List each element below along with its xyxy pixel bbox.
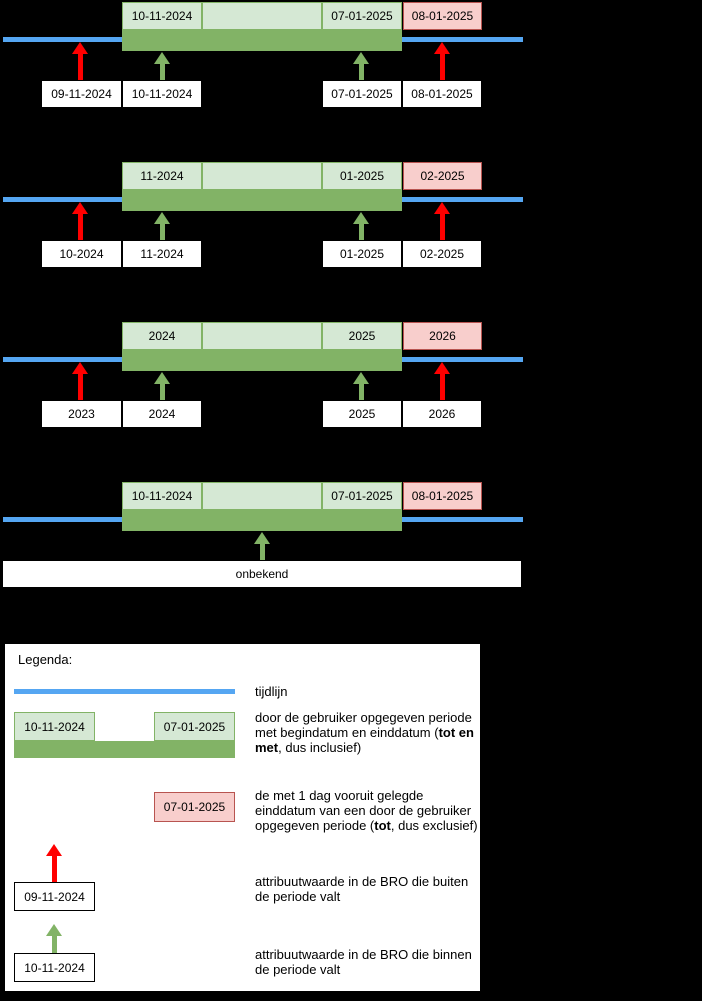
marker-label-box: 07-01-2025 xyxy=(322,80,402,108)
period-end-box: 01-2025 xyxy=(322,162,402,190)
legend-next-day-description: de met 1 dag vooruit gelegde einddatum v… xyxy=(255,788,483,833)
legend-title: Legenda: xyxy=(18,652,73,667)
inside-value-arrow-icon xyxy=(353,52,369,80)
outside-value-arrow-icon xyxy=(46,844,62,882)
inside-value-arrow-icon xyxy=(254,532,270,560)
next-day-box: 08-01-2025 xyxy=(403,2,482,30)
inside-value-arrow-icon xyxy=(154,52,170,80)
legend-outside-value-box: 09-11-2024 xyxy=(14,882,95,911)
inside-value-arrow-icon xyxy=(154,212,170,240)
legend-period-text-before: door de gebruiker opgegeven periode met … xyxy=(255,710,472,740)
outside-value-arrow-icon xyxy=(72,362,88,400)
inside-value-arrow-icon xyxy=(46,924,62,953)
marker-label-box: 09-11-2024 xyxy=(41,80,122,108)
legend-timeline-line xyxy=(14,689,235,694)
marker-label-box: 2024 xyxy=(122,400,202,428)
marker-label-box: 08-01-2025 xyxy=(402,80,482,108)
timeline-diagram-month: 11-2024 01-2025 02-2025 10-2024 11-2024 … xyxy=(0,160,702,320)
legend-period-end-box: 07-01-2025 xyxy=(154,712,235,741)
next-day-box: 2026 xyxy=(403,322,482,350)
legend-outside-description: attribuutwaarde in de BRO die buiten de … xyxy=(255,874,469,904)
period-bar xyxy=(122,190,402,211)
period-bar xyxy=(122,30,402,51)
outside-value-arrow-icon xyxy=(72,202,88,240)
inside-value-arrow-icon xyxy=(353,372,369,400)
marker-label-box: 2026 xyxy=(402,400,482,428)
marker-label-box: 01-2025 xyxy=(322,240,402,268)
period-start-box: 10-11-2024 xyxy=(122,2,202,30)
period-start-box: 2024 xyxy=(122,322,202,350)
legend-inside-description: attribuutwaarde in de BRO die binnen de … xyxy=(255,947,472,977)
period-middle-box xyxy=(202,482,322,510)
legend-period-text-after: , dus inclusief) xyxy=(278,740,362,755)
inside-value-arrow-icon xyxy=(154,372,170,400)
timeline-diagram-year: 2024 2025 2026 2023 2024 2025 2026 xyxy=(0,320,702,480)
outside-value-arrow-icon xyxy=(434,362,450,400)
legend-next-day-box: 07-01-2025 xyxy=(154,792,235,822)
legend-period-text-bold: tot en met xyxy=(255,725,474,755)
timeline-diagram-unknown: 10-11-2024 07-01-2025 08-01-2025 onbeken… xyxy=(0,480,702,640)
marker-label-box-unknown: onbekend xyxy=(2,560,522,588)
period-bar xyxy=(122,350,402,371)
next-day-box: 02-2025 xyxy=(403,162,482,190)
period-end-box: 07-01-2025 xyxy=(322,482,402,510)
legend-period-bar xyxy=(14,741,235,758)
next-day-box: 08-01-2025 xyxy=(403,482,482,510)
marker-label-box: 2025 xyxy=(322,400,402,428)
marker-label-box: 2023 xyxy=(41,400,122,428)
period-end-box: 07-01-2025 xyxy=(322,2,402,30)
period-end-box: 2025 xyxy=(322,322,402,350)
legend-period-start-box: 10-11-2024 xyxy=(14,712,95,741)
marker-label-box: 10-2024 xyxy=(41,240,122,268)
marker-label-box: 10-11-2024 xyxy=(122,80,202,108)
legend-panel: Legenda: tijdlijn 10-11-2024 07-01-2025 … xyxy=(3,642,482,993)
legend-timeline-label: tijdlijn xyxy=(255,684,288,699)
period-middle-box xyxy=(202,322,322,350)
legend-next-day-text-after: , dus exclusief) xyxy=(390,818,478,833)
period-start-box: 11-2024 xyxy=(122,162,202,190)
inside-value-arrow-icon xyxy=(353,212,369,240)
legend-period-description: door de gebruiker opgegeven periode met … xyxy=(255,710,483,755)
outside-value-arrow-icon xyxy=(434,202,450,240)
legend-inside-value-box: 10-11-2024 xyxy=(14,953,95,982)
marker-label-box: 02-2025 xyxy=(402,240,482,268)
period-middle-box xyxy=(202,2,322,30)
legend-next-day-text-before: de met 1 dag vooruit gelegde einddatum v… xyxy=(255,788,472,833)
period-middle-box xyxy=(202,162,322,190)
timeline-diagram-date: 10-11-2024 07-01-2025 08-01-2025 09-11-2… xyxy=(0,0,702,160)
marker-label-box: 11-2024 xyxy=(122,240,202,268)
legend-next-day-text-bold: tot xyxy=(374,818,391,833)
outside-value-arrow-icon xyxy=(72,42,88,80)
period-start-box: 10-11-2024 xyxy=(122,482,202,510)
period-bar xyxy=(122,510,402,531)
outside-value-arrow-icon xyxy=(434,42,450,80)
